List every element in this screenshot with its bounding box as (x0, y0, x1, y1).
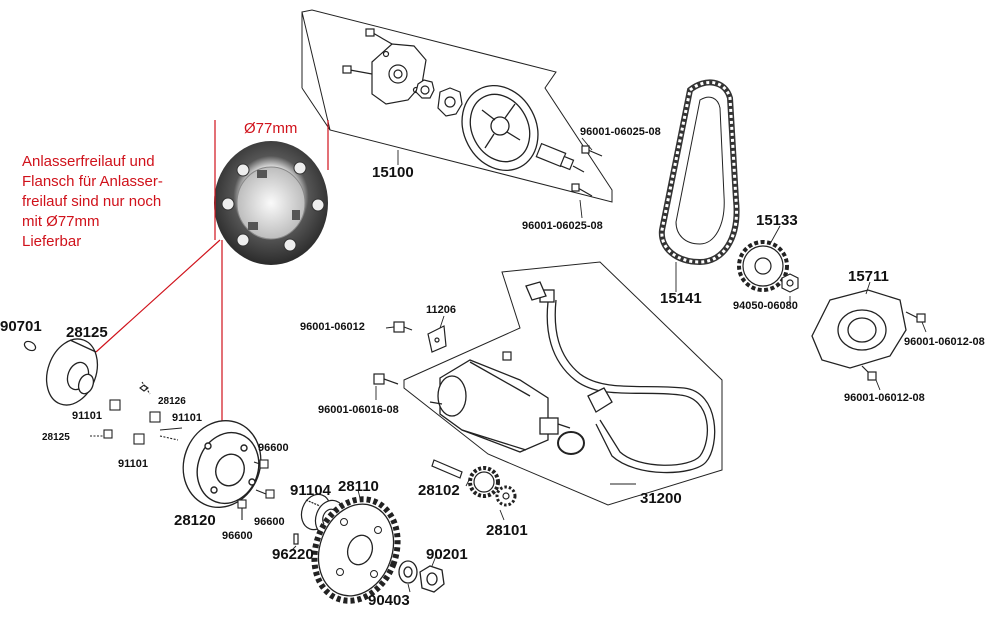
part-label-90403: 90403 (368, 592, 410, 609)
note-line-3: freilauf sind nur noch (22, 193, 162, 210)
part-label-31200: 31200 (640, 490, 682, 507)
clutch-bolts (237, 459, 275, 520)
part-label-28101: 28101 (486, 522, 528, 539)
part-label-96001-06016-08: 96001-06016-08 (318, 404, 399, 416)
sprocket-15133 (737, 240, 789, 292)
starter-clutch-photo (214, 141, 328, 265)
pump-housing (461, 84, 539, 172)
part-label-15141: 15141 (660, 290, 702, 307)
note-line-5: Lieferbar (22, 233, 82, 250)
note-line-2: Flansch für Anlasser- (22, 173, 163, 190)
note-line-1: Anlasserfreilauf und (22, 153, 155, 170)
part-label-90201: 90201 (426, 546, 468, 563)
part-label-96600-top: 96600 (258, 442, 289, 454)
group-outline-31200 (403, 261, 723, 506)
availability-note: Anlasserfreilauf und Flansch für Anlasse… (22, 152, 202, 252)
part-label-96001-06012-08-right: 96001-06012-08 (904, 336, 985, 348)
bracket-11206 (427, 325, 447, 353)
part-label-96600-bottom: 96600 (222, 530, 253, 542)
part-label-96001-06025-08-top: 96001-06025-08 (580, 126, 661, 138)
drive-chain (658, 79, 740, 266)
chain-guide-plate (811, 289, 907, 369)
flange-28125 (45, 338, 99, 406)
starter-bolts (373, 321, 512, 385)
part-label-96001-06025-08-bottom: 96001-06025-08 (522, 220, 603, 232)
washer-90403 (398, 560, 418, 584)
part-label-96600-middle: 96600 (254, 516, 285, 528)
clutch-rollers (90, 381, 183, 445)
part-label-96001-06012: 96001-06012 (300, 321, 365, 333)
part-label-11206: 11206 (426, 304, 456, 316)
part-label-28120: 28120 (174, 512, 216, 529)
gear-28101 (468, 466, 517, 507)
oil-pump-cover (371, 43, 427, 105)
part-label-15711: 15711 (848, 268, 889, 285)
nut-90201 (419, 565, 445, 593)
diameter-label: Ø77mm (244, 120, 298, 137)
part-label-28125: 28125 (66, 324, 108, 341)
part-label-28125-small: 28125 (42, 432, 70, 443)
mount-screws (571, 145, 603, 197)
starter-cable (525, 281, 716, 474)
part-label-91101-right: 91101 (172, 412, 202, 424)
gear-28110 (311, 496, 401, 604)
part-label-28126: 28126 (158, 396, 186, 407)
part-label-91104: 91104 (290, 482, 331, 499)
drive-shaft (535, 142, 585, 173)
group-outline-15100 (301, 9, 613, 203)
part-label-28110: 28110 (338, 478, 379, 495)
part-label-94050-06080: 94050-06080 (733, 300, 798, 312)
pump-rotors (415, 79, 463, 117)
pin-96220 (293, 533, 299, 545)
note-line-4: mit Ø77mm (22, 213, 100, 230)
starter-clutch-28120 (182, 419, 262, 509)
part-label-96001-06012-08-bottom: 96001-06012-08 (844, 392, 925, 404)
part-label-28102: 28102 (418, 482, 460, 499)
leader-lines (291, 137, 927, 593)
plate-screws (861, 311, 926, 381)
part-label-96220: 96220 (272, 546, 314, 563)
o-ring (557, 431, 585, 455)
part-label-91101-bottom: 91101 (118, 458, 148, 470)
nut-94050 (781, 273, 799, 293)
starter-motor (429, 359, 571, 453)
part-label-91101-left: 91101 (72, 410, 102, 422)
part-label-15133: 15133 (756, 212, 798, 229)
cover-screws (342, 28, 393, 75)
dimension-lines (95, 120, 329, 428)
part-label-15100: 15100 (372, 164, 414, 181)
part-label-90701: 90701 (0, 318, 42, 335)
shaft-28102 (431, 459, 463, 479)
key-90701 (23, 340, 37, 352)
